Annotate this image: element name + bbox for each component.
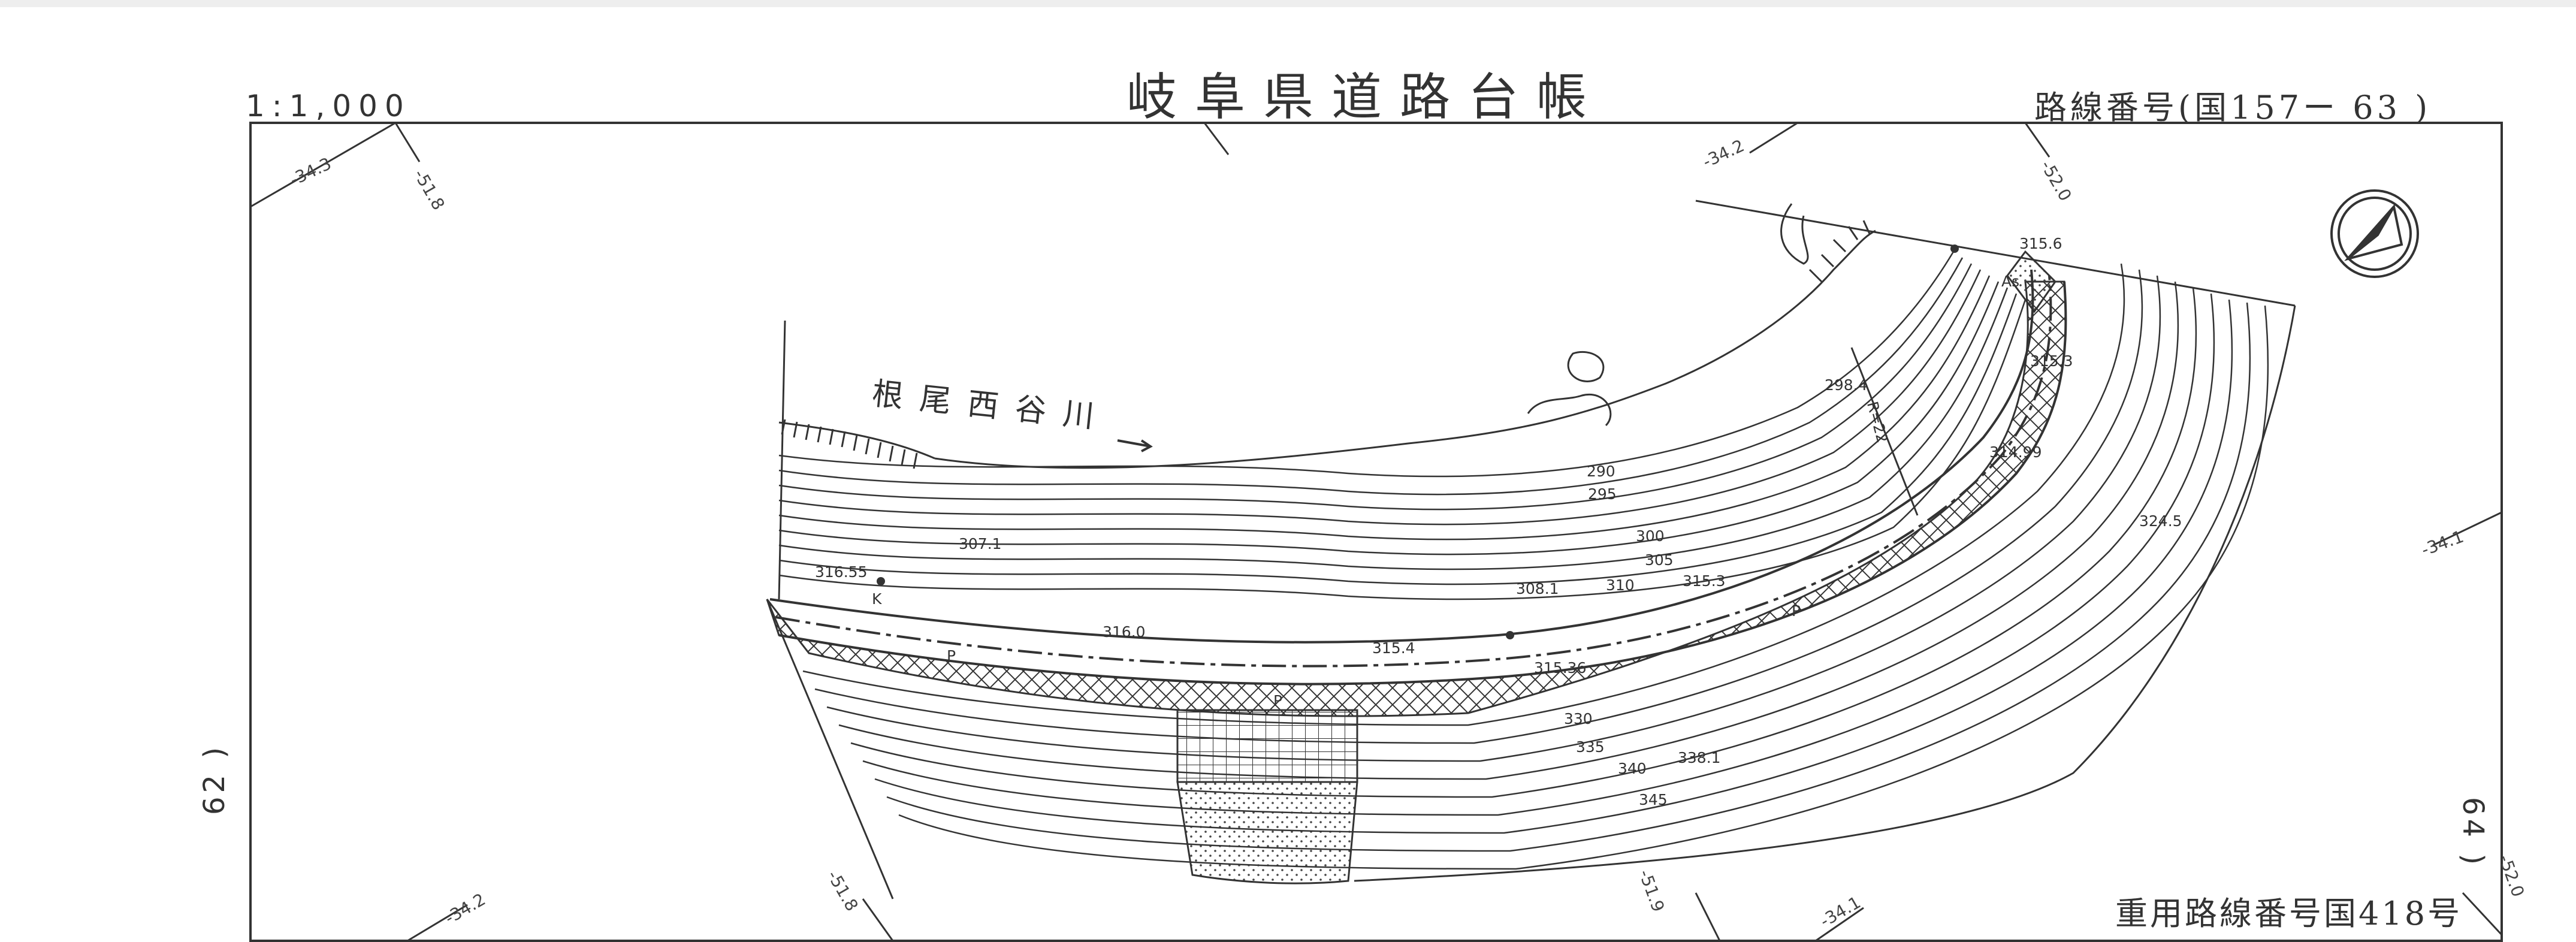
elevation-label: 298.4 bbox=[1825, 376, 1868, 394]
contour-label: 300 bbox=[1636, 527, 1665, 545]
grid-block bbox=[1176, 709, 1358, 783]
pole-label: P bbox=[947, 647, 956, 665]
elevation-label: 307.1 bbox=[959, 535, 1002, 552]
elevation-label: 338.1 bbox=[1678, 749, 1721, 766]
contour-lines-north bbox=[778, 251, 2027, 600]
grid-ticks bbox=[250, 122, 2503, 942]
elevation-label: 315.6 bbox=[2019, 235, 2062, 252]
map-title: 岐阜県道路台帳 bbox=[1127, 68, 1605, 126]
elevation-label: 308.1 bbox=[1516, 580, 1559, 597]
elevation-label: 316.0 bbox=[1103, 623, 1146, 641]
overlap-route-number: 重用路線番号国418号 bbox=[2115, 895, 2463, 932]
curve-radius-line bbox=[1850, 347, 1919, 516]
pole-label: P bbox=[1792, 602, 1801, 620]
kilometer-post-label: K bbox=[872, 590, 882, 608]
contour-label: 295 bbox=[1588, 485, 1617, 503]
elevation-label: 315.4 bbox=[1372, 639, 1415, 657]
contour-lines-south bbox=[802, 263, 2269, 870]
contour-label: 335 bbox=[1576, 738, 1605, 756]
scan-edge-top bbox=[0, 0, 2576, 7]
elevation-label: 315.36 bbox=[1534, 659, 1587, 677]
elevation-label: 315.3 bbox=[2030, 352, 2073, 370]
contour-label: 330 bbox=[1564, 710, 1593, 727]
dotted-triangle bbox=[2006, 250, 2056, 313]
dotted-block bbox=[1176, 781, 1358, 884]
survey-boundary bbox=[766, 200, 2296, 899]
elevation-label: 316.55 bbox=[815, 563, 868, 581]
route-number: 路線番号(国157ー 63 ) bbox=[2034, 89, 2432, 126]
river-flow-arrow-icon bbox=[1117, 439, 1153, 452]
hatched-slope bbox=[766, 280, 2067, 717]
contour-label: 340 bbox=[1618, 760, 1647, 777]
map-scale: 1:1,000 bbox=[246, 89, 411, 123]
pole-label: P bbox=[1273, 692, 1283, 709]
contour-label: 345 bbox=[1639, 791, 1668, 808]
elevation-label: 315.3 bbox=[1683, 572, 1726, 590]
contour-label: 305 bbox=[1645, 551, 1674, 569]
contour-label: 290 bbox=[1587, 463, 1615, 480]
survey-point-icon bbox=[1950, 244, 1959, 253]
north-arrow-icon bbox=[2330, 189, 2419, 278]
adjacent-sheet-left: 62 ) bbox=[198, 743, 231, 815]
elevation-label: 324.5 bbox=[2139, 512, 2182, 530]
adjacent-sheet-right: 64 ) bbox=[2456, 797, 2490, 869]
contour-label: 310 bbox=[1606, 576, 1635, 594]
survey-point-icon bbox=[1506, 631, 1514, 639]
asphalt-label: As bbox=[2001, 273, 2020, 290]
map-frame bbox=[249, 122, 2503, 942]
elevation-label: 314.99 bbox=[1989, 443, 2042, 461]
survey-point-icon bbox=[877, 577, 885, 585]
riverbank bbox=[778, 203, 1876, 469]
